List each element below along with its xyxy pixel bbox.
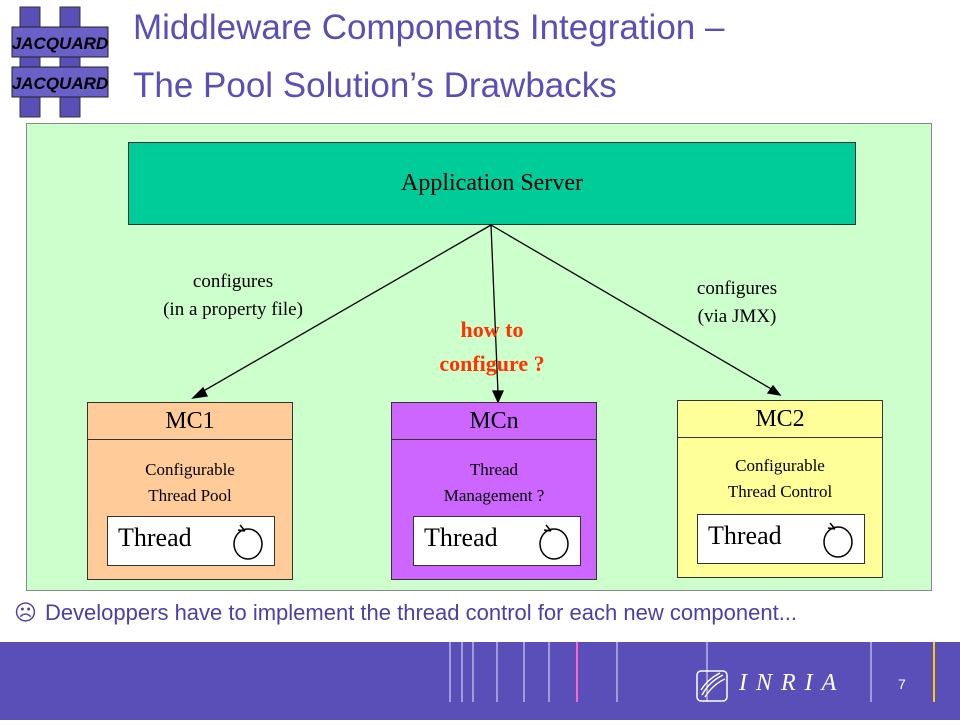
- inria-logo: INRIA: [695, 668, 870, 709]
- mc2-description: Configurable Thread Control: [727, 456, 833, 501]
- frown-icon: ☹: [14, 600, 37, 625]
- mcn-name: MCn: [392, 403, 596, 440]
- component-mc1: MC1 Configurable Thread Pool Thread: [87, 402, 293, 580]
- bullet-text: Developpers have to implement the thread…: [44, 600, 798, 625]
- thread-loop-icon: [233, 524, 263, 560]
- component-mcn: MCn Thread Management ? Thread: [391, 402, 597, 580]
- bullet-point: ☹ Developpers have to implement the threa…: [14, 600, 797, 626]
- mc1-thread-label: Thread: [118, 523, 192, 552]
- edge-label-middle: how to configure ?: [439, 317, 545, 376]
- inria-logo-icon: [696, 670, 728, 702]
- edge-label-right: configures (via JMX): [696, 278, 778, 327]
- svg-text:JACQUARD: JACQUARD: [12, 34, 108, 53]
- mc2-thread-label: Thread: [708, 521, 782, 550]
- thread-loop-icon: [823, 522, 853, 558]
- thread-loop-icon: [539, 524, 569, 560]
- jacquard-logo: JACQUARD JACQUARD: [10, 5, 110, 120]
- svg-text:JACQUARD: JACQUARD: [12, 74, 108, 93]
- mc1-thread-box: Thread: [107, 516, 275, 566]
- title-line-1: Middleware Components Integration –: [133, 8, 725, 47]
- mc2-name: MC2: [678, 401, 882, 438]
- title-line-2: The Pool Solution’s Drawbacks: [133, 66, 617, 105]
- component-mc2: MC2 Configurable Thread Control Thread: [677, 400, 883, 578]
- edge-label-left: configures (in a property file): [163, 271, 303, 320]
- mcn-thread-label: Thread: [424, 523, 498, 552]
- mc1-name: MC1: [88, 403, 292, 440]
- footer-bar: [0, 642, 960, 720]
- inria-text: INRIA: [739, 670, 846, 696]
- mcn-thread-box: Thread: [413, 516, 581, 566]
- mc1-description: Configurable Thread Pool: [145, 460, 235, 505]
- page-number: 7: [898, 676, 906, 692]
- mcn-description: Thread Management ?: [443, 460, 545, 505]
- footer-decoration: [449, 642, 935, 702]
- mc2-thread-box: Thread: [697, 514, 865, 564]
- application-server-box: Application Server: [128, 142, 856, 225]
